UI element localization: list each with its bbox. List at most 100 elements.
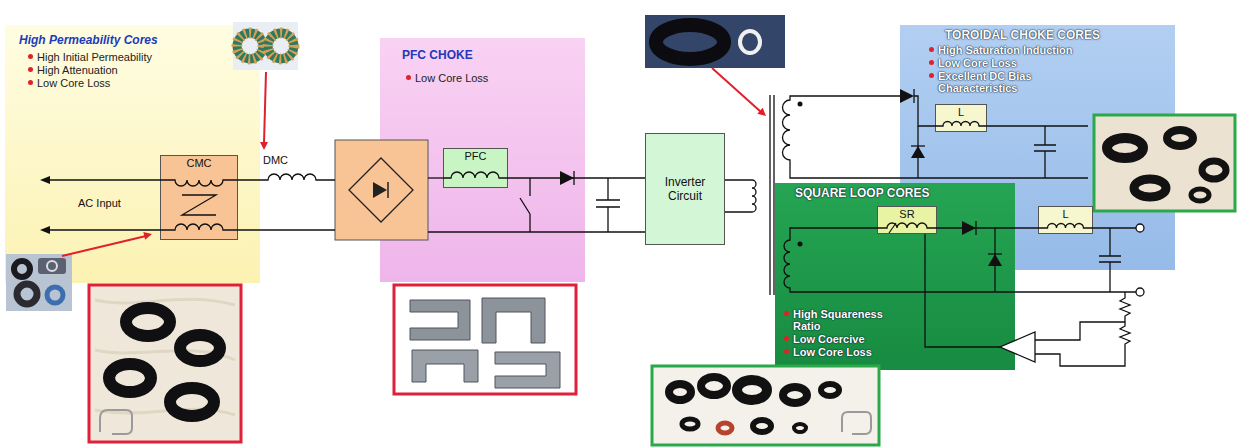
circuit-wire: [1093, 227, 1136, 228]
circuit-symbol: [40, 226, 50, 234]
core-photo: [410, 300, 470, 340]
circuit-wire: [238, 174, 335, 180]
text-group: DMC: [263, 154, 288, 167]
core-photo: [109, 364, 151, 392]
pointer-arrow: [260, 142, 268, 150]
core-photo: [268, 33, 294, 59]
circuit-wire: [50, 229, 160, 230]
wire-connector: [508, 177, 645, 178]
core-photo: [783, 387, 807, 403]
choke-box: PFC: [443, 148, 508, 188]
circuit-wire: [50, 179, 160, 180]
text-group: Low Core Loss: [405, 72, 580, 85]
core-photo: [233, 22, 298, 70]
core-photo: [842, 412, 871, 434]
circuit-symbol: [798, 102, 803, 107]
bridge-rectifier: [387, 182, 389, 198]
circuit-wire: [914, 96, 935, 126]
core-photo: [682, 419, 698, 429]
feature-bullet: Low Core Loss: [783, 346, 898, 358]
box-label: SR: [878, 207, 936, 220]
choke-symbol: [160, 180, 238, 186]
core-photo: [237, 33, 263, 59]
circuit-wire: [987, 125, 1088, 126]
core-photo: [1094, 115, 1235, 211]
feature-panel: PFC CHOKE Low Core Loss PFC: [380, 38, 585, 282]
inductor-symbol: [1038, 224, 1093, 229]
core-photo: [394, 285, 576, 394]
choke-symbol: [182, 195, 216, 215]
core-photo: [1134, 179, 1166, 197]
choke-symbol: [160, 224, 238, 230]
text-group: SQUARE LOOP CORES: [795, 186, 1010, 200]
feature-panel: TOROIDAL CHOKE CORESHigh Saturation Indu…: [900, 25, 1175, 270]
core-photo: [17, 284, 37, 304]
core-photo: [482, 298, 545, 343]
core-photo: [794, 424, 806, 432]
core-photo: [170, 388, 214, 416]
core-photo: [1107, 138, 1143, 158]
core-photo: [6, 254, 72, 311]
feature-panel: High Permeability CoresHigh Initial Perm…: [5, 25, 260, 283]
box-label: PFC: [444, 149, 507, 162]
core-photo: [1191, 189, 1209, 201]
text-group: PFC CHOKE: [402, 48, 580, 62]
feature-bullet: Low Core Loss: [405, 72, 580, 84]
feature-bullet: High Squareness Ratio: [783, 308, 898, 332]
core-photo: [47, 287, 63, 303]
core-photo: [38, 258, 66, 274]
circuit-wire: [238, 229, 335, 230]
panel-fill: [775, 183, 1015, 370]
choke-box: L: [1038, 206, 1093, 234]
core-photo: [268, 33, 294, 59]
text-group: High Squareness RatioLow CoerciveLow Cor…: [783, 308, 898, 359]
circuit-wire: [50, 89, 1136, 366]
box-label: Inverter Circuit: [646, 175, 724, 203]
saturable-reactor-symbol: [889, 223, 896, 233]
core-photo: [233, 22, 298, 70]
panel-fill: [5, 25, 260, 283]
feature-bullet: High Initial Permeability: [27, 51, 255, 63]
core-photo: [89, 285, 241, 442]
circuit-symbol: [798, 242, 803, 247]
core-photo: [740, 31, 760, 53]
circuit-symbol: [1136, 288, 1144, 296]
circuit-wire: [725, 180, 756, 212]
choke-box: CMC: [160, 155, 238, 240]
process-box: Inverter Circuit: [645, 133, 725, 245]
core-photo: [669, 384, 691, 400]
core-photo: [1094, 115, 1235, 211]
wire-connector: [937, 227, 1038, 228]
saturable-reactor-symbol: [877, 223, 937, 228]
inductor-symbol: [935, 122, 987, 127]
part-label: DMC: [263, 154, 288, 167]
circuit-wire: [428, 177, 443, 178]
bridge-rectifier: [349, 158, 413, 222]
text-group: High Permeability Cores: [19, 33, 255, 47]
panel-title: PFC CHOKE: [402, 48, 580, 62]
circuit-symbol: [988, 254, 1002, 266]
bridge-rectifier: [335, 140, 428, 240]
core-photo: [652, 366, 879, 445]
core-photo: [100, 410, 132, 434]
core-photo: [701, 377, 727, 395]
core-photo: [645, 15, 785, 68]
core-photo: [652, 366, 879, 445]
choke-box: L: [935, 104, 987, 132]
circuit-wire: [520, 178, 530, 232]
text-group: TOROIDAL CHOKE CORES: [945, 28, 1170, 42]
circuit-wire: [1099, 228, 1121, 292]
core-photo: [412, 350, 478, 382]
core-photo: [737, 380, 767, 400]
pointer-arrow: [264, 72, 266, 143]
circuit-symbol: [900, 89, 914, 103]
core-photo: [1167, 130, 1193, 146]
feature-bullet: Low Core Loss: [928, 57, 1093, 69]
circuit-symbol: [40, 176, 50, 184]
bridge-rectifier: [335, 140, 428, 240]
circuit-wire: [1034, 126, 1056, 178]
core-photo: [47, 261, 57, 271]
core-photo: [394, 285, 576, 394]
circuit-symbol: [1000, 332, 1035, 362]
